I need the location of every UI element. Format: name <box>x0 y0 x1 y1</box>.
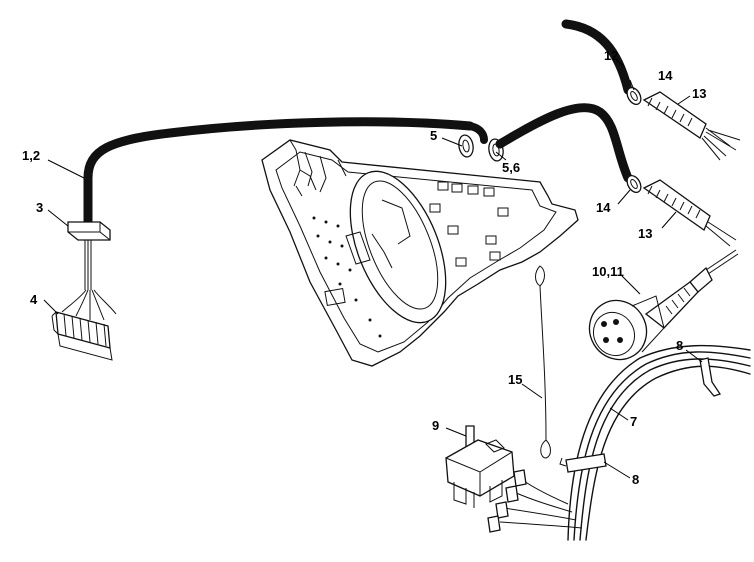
cable-mains <box>495 103 633 183</box>
callout-3: 3 <box>36 200 43 215</box>
cable-12 <box>561 19 633 95</box>
cable-clamp-3 <box>67 221 111 241</box>
callout-13-top: 13 <box>692 86 706 101</box>
callout-12: 12 <box>604 48 618 63</box>
callout-14-bottom: 14 <box>596 200 611 215</box>
callout-10-11: 10,11 <box>592 264 624 279</box>
strain-relief-13-bottom <box>642 179 737 247</box>
housing-holes <box>312 216 382 338</box>
callout-8-bottom: 8 <box>632 472 639 487</box>
ring-14-bottom <box>626 174 642 194</box>
ring-14-top <box>626 86 642 106</box>
callout-5-6: 5,6 <box>502 160 520 175</box>
callout-1-2: 1,2 <box>22 148 40 163</box>
cable-tie-8-bottom <box>559 453 607 473</box>
callout-labels: 1,2 3 4 5 5,6 12 14 13 14 13 10,11 8 15 … <box>22 48 706 487</box>
cable-1-2 <box>83 117 475 290</box>
switch-9 <box>445 425 515 508</box>
grommet-5 <box>458 134 474 158</box>
leader-lines <box>43 59 703 479</box>
connector-4 <box>51 289 117 361</box>
cable-tie-8-top <box>699 357 722 397</box>
plug-10-11 <box>588 249 739 361</box>
callout-13-bottom: 13 <box>638 226 652 241</box>
control-housing <box>261 139 579 367</box>
callout-7: 7 <box>630 414 637 429</box>
callout-14-top: 14 <box>658 68 673 83</box>
safety-wire-15 <box>535 265 551 459</box>
callout-4: 4 <box>30 292 38 307</box>
wiring-harness-7 <box>487 344 751 541</box>
callout-9: 9 <box>432 418 439 433</box>
callout-5: 5 <box>430 128 437 143</box>
housing-clips <box>429 181 509 267</box>
strain-relief-13-top <box>642 91 741 161</box>
callout-8-top: 8 <box>676 338 683 353</box>
callout-15: 15 <box>508 372 522 387</box>
